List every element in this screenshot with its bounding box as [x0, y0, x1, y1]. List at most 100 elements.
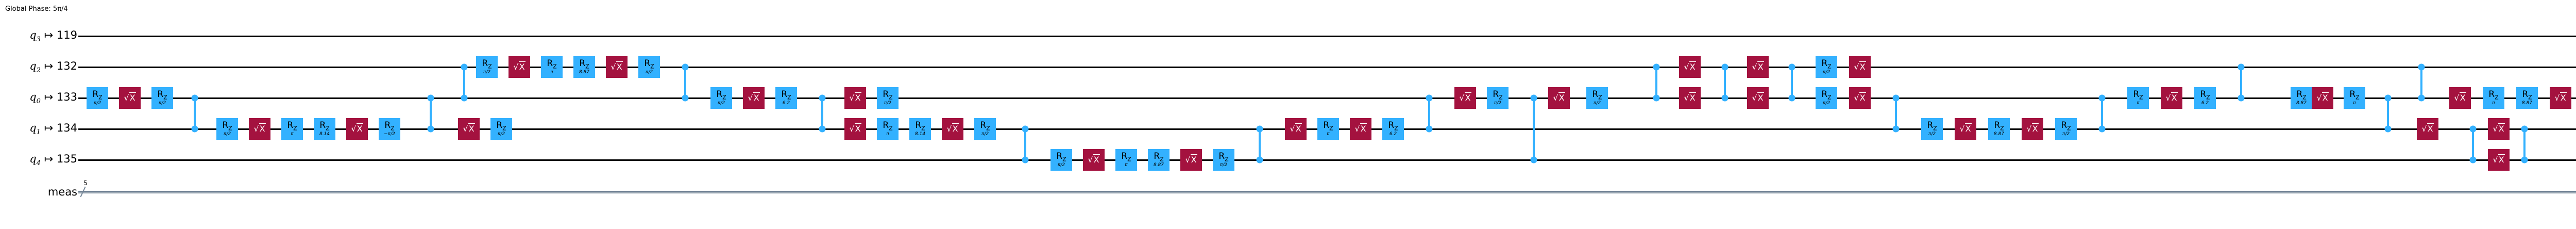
sx-gate[interactable]: √X: [249, 118, 270, 140]
cz-gate-node[interactable]: [819, 94, 826, 102]
cz-gate-node[interactable]: [819, 125, 826, 133]
cz-gate-node[interactable]: [2384, 94, 2392, 102]
cz-gate-node[interactable]: [2238, 94, 2245, 102]
cz-gate-node[interactable]: [461, 63, 468, 71]
cz-gate-node[interactable]: [2418, 63, 2425, 71]
sx-gate[interactable]: √X: [1180, 149, 1202, 171]
sx-gate[interactable]: √X: [942, 118, 963, 140]
sx-gate[interactable]: √X: [509, 56, 530, 78]
cz-gate-node[interactable]: [191, 125, 198, 133]
cz-gate-node[interactable]: [2384, 125, 2392, 133]
sx-gate[interactable]: √X: [1548, 87, 1570, 109]
cz-gate-node[interactable]: [1788, 63, 1795, 71]
cz-gate-node[interactable]: [1721, 94, 1728, 102]
sx-gate[interactable]: √X: [2161, 87, 2182, 109]
sx-gate[interactable]: √X: [1285, 118, 1307, 140]
sx-gate[interactable]: √X: [844, 87, 866, 109]
cz-gate-node[interactable]: [1530, 156, 1537, 163]
cz-gate-node[interactable]: [1426, 94, 1433, 102]
sx-gate[interactable]: √X: [1454, 87, 1476, 109]
sx-gate[interactable]: √X: [1679, 87, 1701, 109]
sx-gate[interactable]: √X: [1955, 118, 1976, 140]
cz-gate-node[interactable]: [1426, 125, 1433, 133]
cz-gate-node[interactable]: [1653, 94, 1660, 102]
cz-gate-node[interactable]: [1892, 94, 1900, 102]
sx-gate[interactable]: √X: [743, 87, 765, 109]
cz-gate-node[interactable]: [2098, 125, 2106, 133]
rz-gate[interactable]: RZ−π/2: [379, 118, 400, 140]
cz-gate-node[interactable]: [682, 63, 689, 71]
cz-gate-node[interactable]: [1022, 156, 1029, 163]
cz-gate-node[interactable]: [1256, 156, 1263, 163]
sx-gate[interactable]: √X: [2550, 87, 2571, 109]
cz-gate-node[interactable]: [191, 94, 198, 102]
sx-gate[interactable]: √X: [1849, 56, 1871, 78]
cz-gate-node[interactable]: [427, 125, 434, 133]
sx-gate[interactable]: √X: [119, 87, 141, 109]
sx-gate[interactable]: √X: [1747, 56, 1769, 78]
cz-gate-node[interactable]: [427, 94, 434, 102]
cz-gate-node[interactable]: [1256, 125, 1263, 133]
sx-gate[interactable]: √X: [1350, 118, 1371, 140]
sx-gate[interactable]: √X: [606, 56, 628, 78]
sx-gate[interactable]: √X: [2022, 118, 2043, 140]
sx-gate[interactable]: √X: [1679, 56, 1701, 78]
cz-gate-node[interactable]: [461, 94, 468, 102]
cz-gate-node[interactable]: [2238, 63, 2245, 71]
sx-gate[interactable]: √X: [1747, 87, 1769, 109]
cz-gate-node[interactable]: [1530, 94, 1537, 102]
cz-gate-node[interactable]: [1022, 125, 1029, 133]
cz-gate-node[interactable]: [2418, 94, 2425, 102]
cz-gate-node[interactable]: [2469, 125, 2477, 133]
sx-gate[interactable]: √X: [2312, 87, 2333, 109]
cz-gate-node[interactable]: [2098, 94, 2106, 102]
sx-gate[interactable]: √X: [2417, 118, 2438, 140]
cz-gate-node[interactable]: [682, 94, 689, 102]
sx-gate[interactable]: √X: [844, 118, 866, 140]
sx-gate[interactable]: √X: [2488, 118, 2510, 140]
sx-gate[interactable]: √X: [458, 118, 480, 140]
sx-gate[interactable]: √X: [346, 118, 368, 140]
cz-gate-node[interactable]: [1892, 125, 1900, 133]
cz-gate-node[interactable]: [1653, 63, 1660, 71]
cz-gate-node[interactable]: [1788, 94, 1795, 102]
sx-gate[interactable]: √X: [2449, 87, 2471, 109]
cz-gate-node[interactable]: [1721, 63, 1728, 71]
cz-gate-node[interactable]: [2521, 125, 2528, 133]
